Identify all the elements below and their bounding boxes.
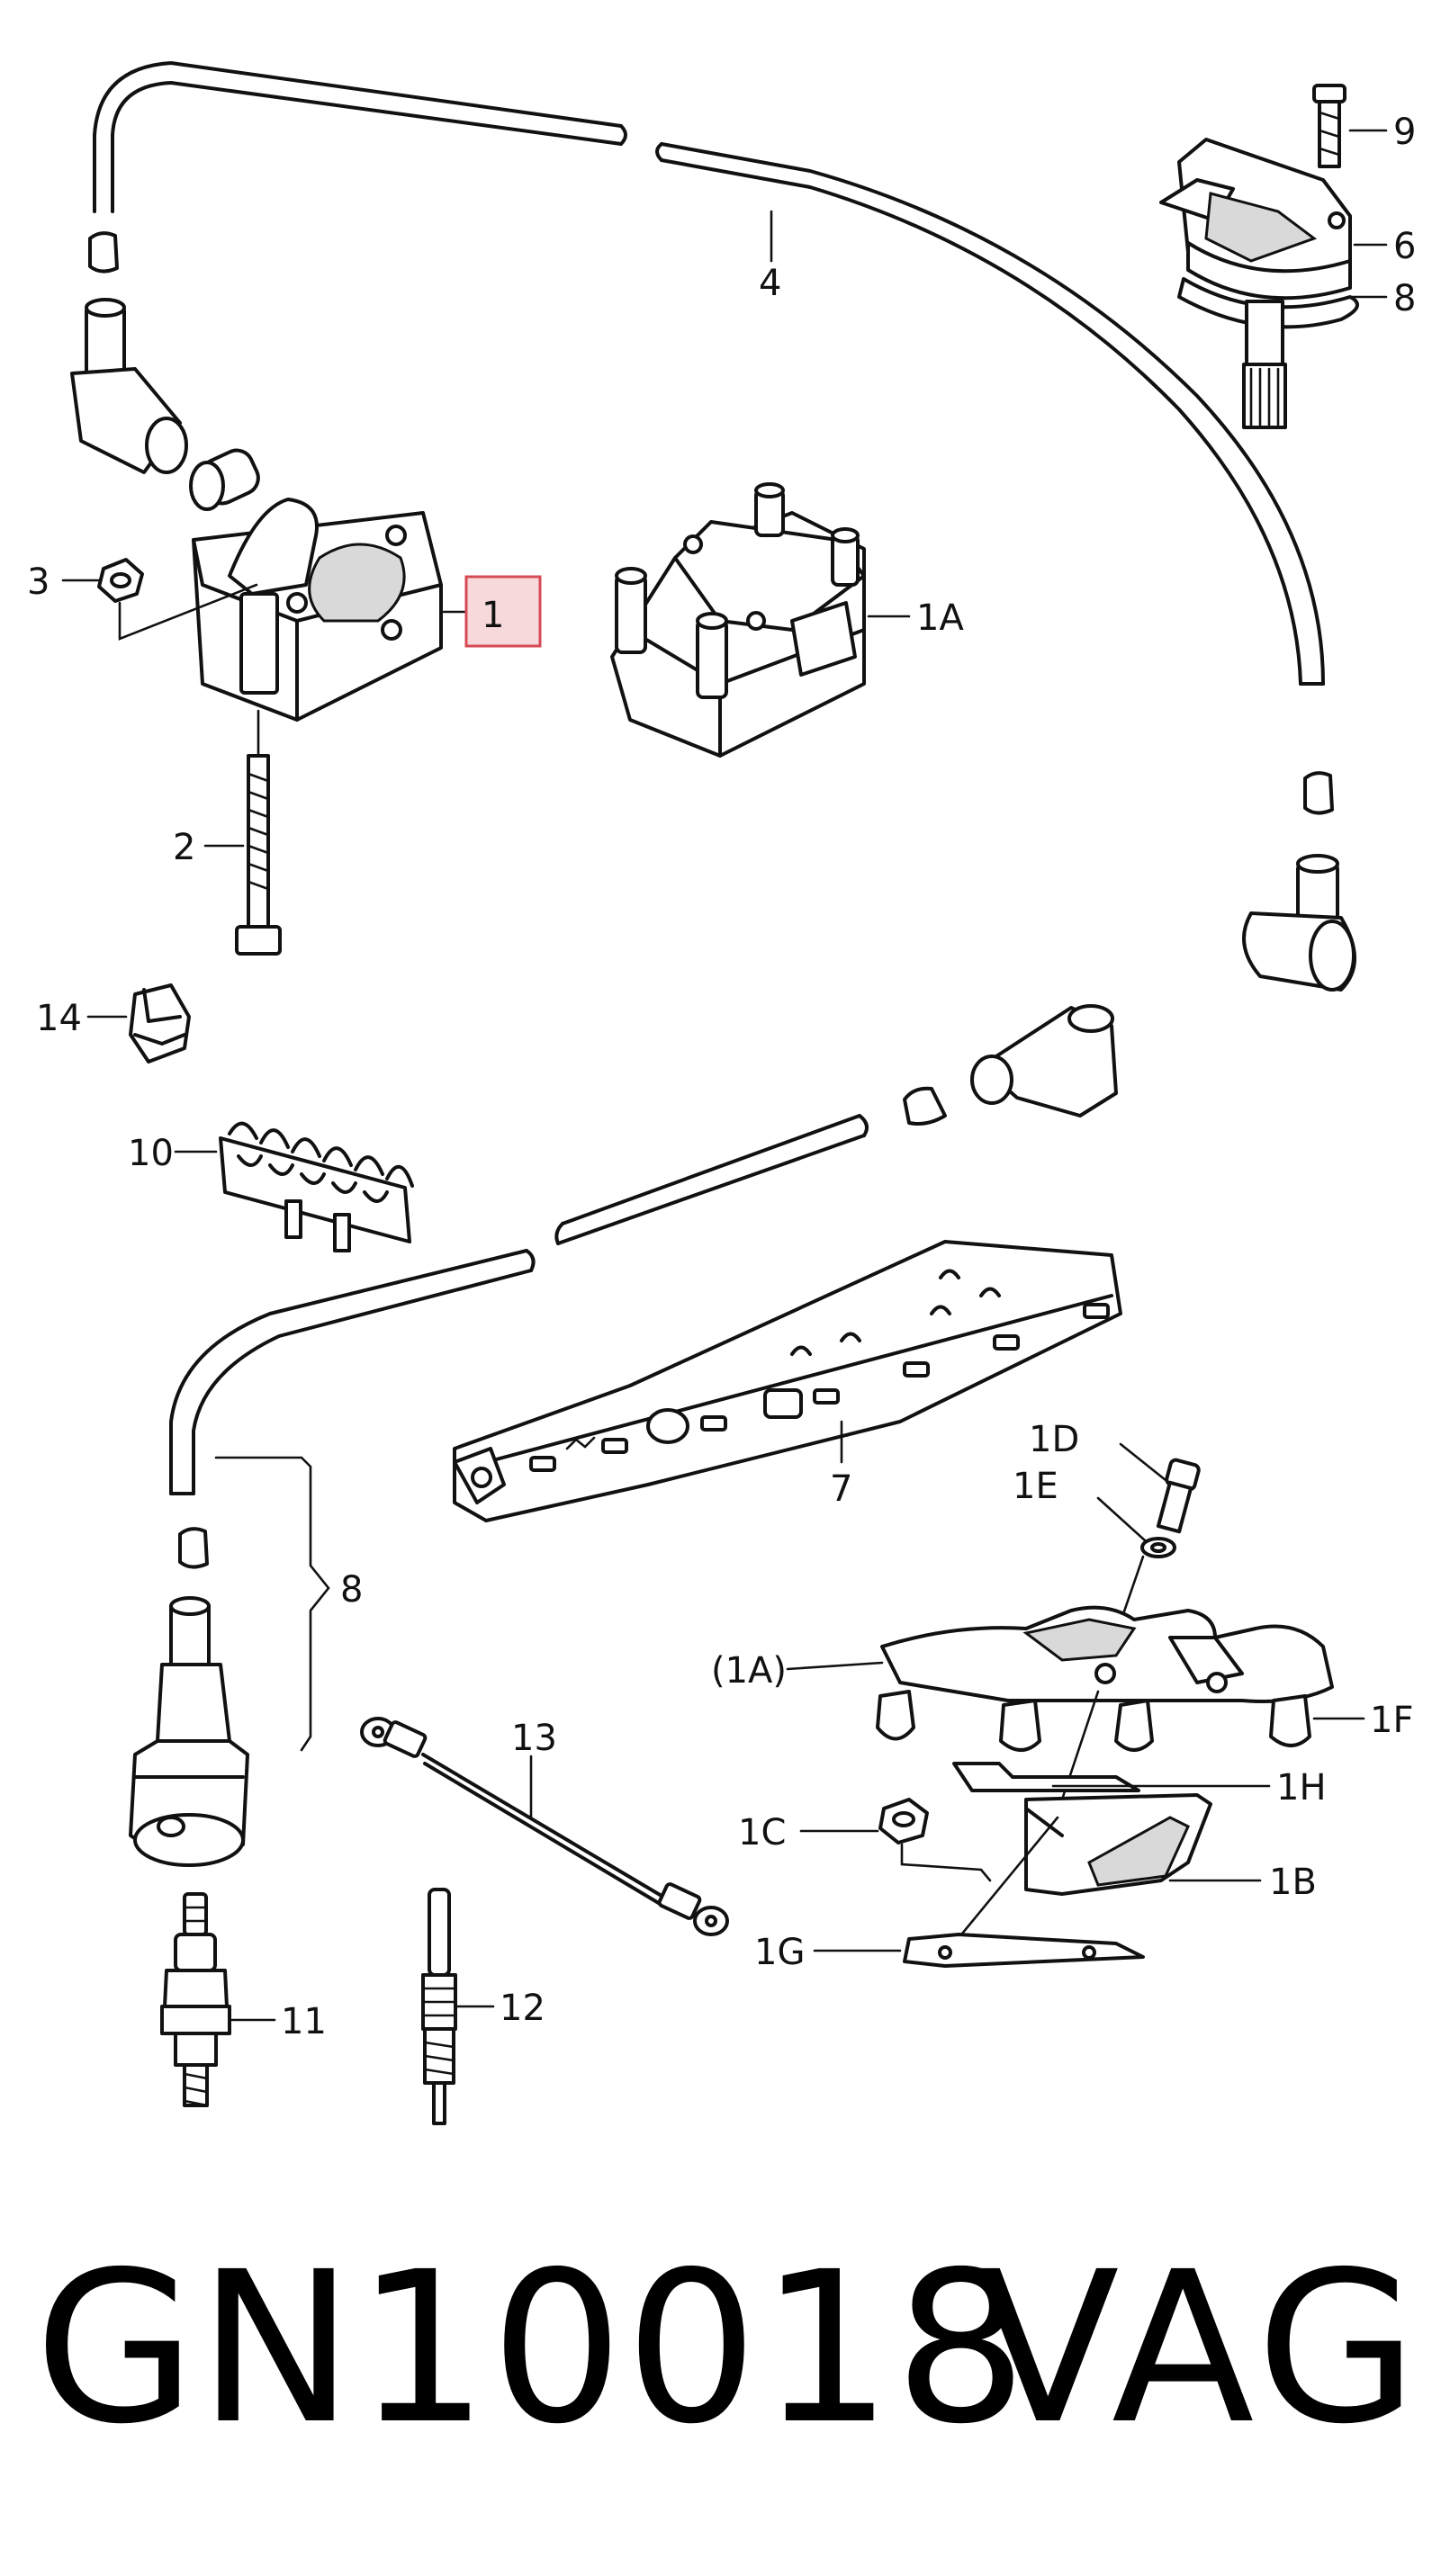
label-1B: 1B xyxy=(1269,1862,1317,1903)
label-1A: 1A xyxy=(916,597,964,639)
ignition-coil-1A xyxy=(610,482,866,758)
part-number: GN10018 xyxy=(34,2227,1030,2470)
label-1D: 1D xyxy=(1029,1419,1079,1460)
label-2: 2 xyxy=(173,827,195,868)
label-13: 13 xyxy=(511,1718,557,1759)
label-10: 10 xyxy=(128,1133,174,1174)
label-6: 6 xyxy=(1393,226,1416,267)
leader-1E xyxy=(1096,1496,1147,1542)
lead-holder-10 xyxy=(219,1121,414,1252)
ignition-lead-8 xyxy=(129,1004,1118,1867)
distributor-assembly xyxy=(1159,84,1359,429)
bolt-2 xyxy=(235,709,282,956)
label-1H: 1H xyxy=(1276,1767,1327,1809)
label-11: 11 xyxy=(281,2001,327,2042)
label-8-top: 8 xyxy=(1393,278,1416,319)
footer: GN10018 VAG xyxy=(0,2231,1441,2465)
label-9: 9 xyxy=(1393,112,1416,153)
label-14: 14 xyxy=(36,998,82,1039)
glow-plug-12 xyxy=(421,1888,457,2125)
label-1E: 1E xyxy=(1013,1466,1058,1507)
label-12: 12 xyxy=(500,1988,545,2029)
label-1F: 1F xyxy=(1370,1700,1413,1741)
label-8: 8 xyxy=(340,1569,363,1611)
label-3: 3 xyxy=(27,561,50,603)
leader-1A-paren xyxy=(786,1661,884,1671)
label-1A-paren: (1A) xyxy=(711,1650,787,1692)
earth-strap-13 xyxy=(360,1717,729,1936)
label-4: 4 xyxy=(759,263,781,304)
label-1C: 1C xyxy=(738,1812,786,1853)
ignition-coil-1 xyxy=(189,448,443,722)
ignition-lead-4 xyxy=(70,61,1356,992)
nut-3 xyxy=(97,558,258,641)
highlight-box-1 xyxy=(464,575,542,648)
clip-14 xyxy=(129,983,191,1064)
brand-name: VAG xyxy=(977,2227,1424,2470)
spark-plug-11 xyxy=(160,1892,231,2107)
bracket-8 xyxy=(214,1456,330,1752)
label-7: 7 xyxy=(830,1468,852,1510)
lead-rail-7 xyxy=(453,1240,1122,1522)
leader-1D xyxy=(1119,1442,1167,1482)
ignition-coil-pack-1A-lower xyxy=(876,1458,1334,1968)
label-1: 1 xyxy=(482,595,504,636)
label-1G: 1G xyxy=(754,1932,805,1973)
